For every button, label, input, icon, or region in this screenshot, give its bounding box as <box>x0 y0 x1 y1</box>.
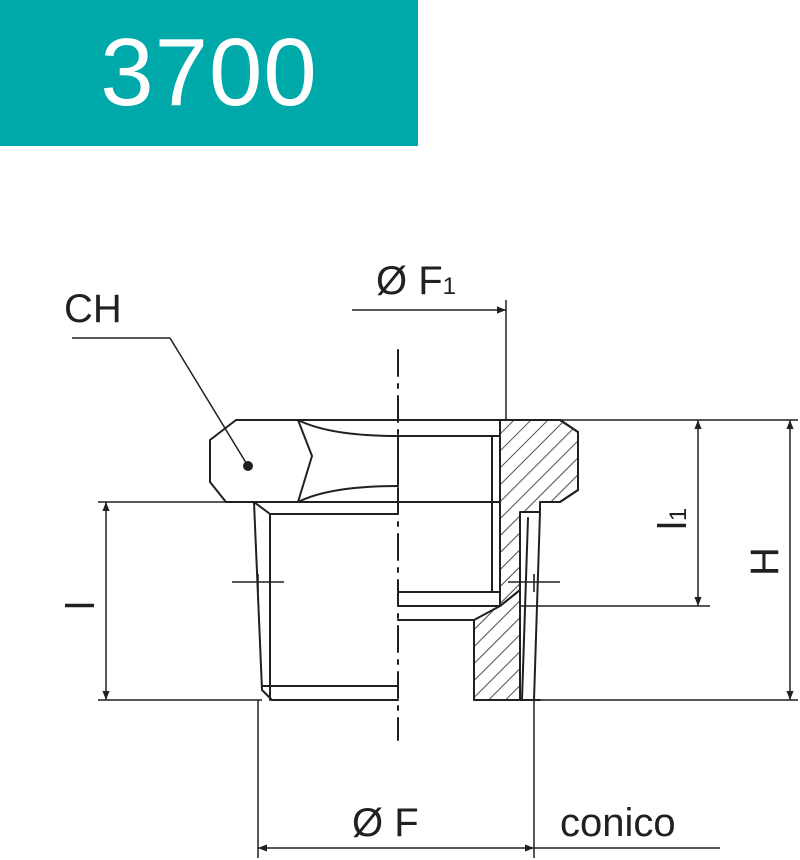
header-banner: 3700 <box>0 0 418 146</box>
product-code: 3700 <box>100 19 318 126</box>
right-thread-inner <box>521 517 529 701</box>
label-l1-subscript: 1 <box>665 508 692 521</box>
body-left-edge <box>253 501 273 701</box>
label-l1: l1 <box>651 508 695 530</box>
label-ch: CH <box>64 287 122 331</box>
label-l: l <box>59 601 103 610</box>
section-wall-bottom <box>473 589 521 701</box>
label-h: H <box>743 547 787 576</box>
hex-face-upper <box>297 419 399 437</box>
hex-flat-left <box>209 419 313 503</box>
label-diameter-f: Ø F <box>352 801 419 845</box>
label-diameter-f1: Ø F1 <box>376 259 456 303</box>
hex-center-dot <box>243 461 253 471</box>
label-conico: conico <box>560 801 676 845</box>
hex-face-lower <box>297 485 399 503</box>
label-diameter-f1-subscript: 1 <box>443 273 456 300</box>
